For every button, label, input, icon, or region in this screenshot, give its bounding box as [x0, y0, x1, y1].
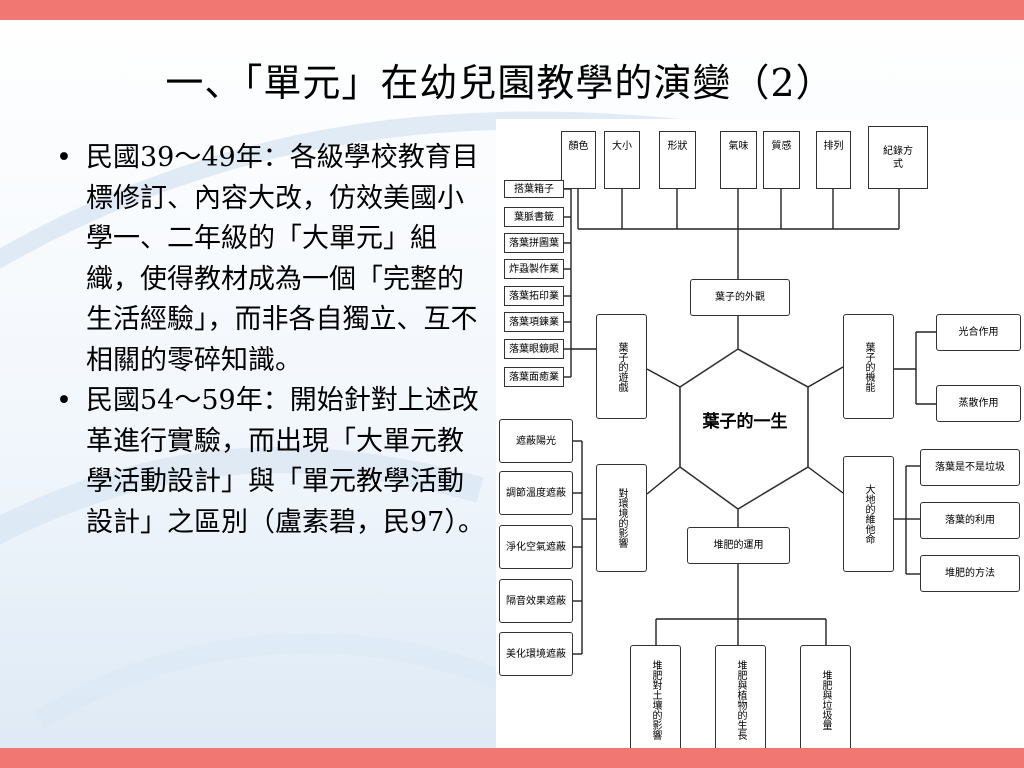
top-label-box: 形狀 — [659, 131, 696, 189]
activity-item: 落葉拓印業 — [504, 286, 564, 306]
activity-item: 落葉拼圖葉 — [504, 233, 564, 253]
bullet-list: • 民國39～49年：各級學校教育目標修訂、內容大改，仿效美國小學一、二年級的「… — [48, 138, 488, 543]
concept-diagram: 葉子的一生 顏色 大小 形狀 氣味 質感 排列 紀錄方式 葉子的外觀 搭葉箱子 … — [496, 119, 1024, 755]
diagram-connectors — [564, 188, 936, 655]
bullet-text: 民國54～59年：開始針對上述改革進行實驗，而出現「大單元教學活動設計」與「單元… — [86, 385, 485, 538]
activity-item: 落葉眼鏡眼 — [504, 339, 564, 359]
bullet-text: 民國39～49年：各級學校教育目標修訂、內容大改，仿效美國小學一、二年級的「大單… — [86, 142, 479, 376]
shade-item: 遮蔽陽光 — [499, 419, 573, 463]
compost-item: 堆肥與植物的生長 — [715, 645, 766, 755]
activity-item: 葉脈書籤 — [504, 207, 564, 227]
bullet-dot: • — [56, 142, 72, 173]
center-hexagon — [679, 348, 809, 510]
top-label-box: 大小 — [604, 131, 640, 189]
appearance-node: 葉子的外觀 — [690, 279, 790, 316]
activity-item: 炸蝨製作業 — [504, 259, 564, 279]
bullet-item: • 民國54～59年：開始針對上述改革進行實驗，而出現「大單元教學活動設計」與「… — [48, 381, 488, 543]
bottom-accent-bar — [0, 748, 1024, 768]
top-label-box: 紀錄方式 — [868, 126, 928, 189]
top-label-box: 排列 — [816, 131, 851, 189]
earth-node: 大地的維他命 — [843, 456, 894, 572]
function-item: 蒸散作用 — [936, 385, 1021, 422]
bullet-item: • 民國39～49年：各級學校教育目標修訂、內容大改，仿效美國小學一、二年級的「… — [48, 138, 488, 381]
compost-node: 堆肥的運用 — [687, 527, 790, 564]
environment-node: 對環境的影響 — [596, 464, 647, 572]
top-label-box: 顏色 — [561, 131, 596, 189]
earth-item: 落葉是不是垃圾 — [920, 449, 1020, 486]
function-item: 光合作用 — [936, 314, 1021, 351]
shade-item: 淨化空氣遮蔽 — [499, 525, 573, 569]
game-node: 葉子的遊戲 — [596, 314, 647, 419]
center-node: 葉子的一生 — [702, 412, 788, 432]
bullet-dot: • — [56, 385, 72, 416]
earth-item: 堆肥的方法 — [920, 555, 1020, 592]
page-title: 一、「單元」在幼兒園教學的演變（2） — [165, 61, 835, 105]
top-label-box: 氣味 — [720, 131, 757, 189]
activity-item: 落葉面癒業 — [504, 367, 564, 387]
activity-item: 搭葉箱子 — [504, 180, 564, 198]
compost-item: 堆肥與垃圾量 — [800, 645, 851, 755]
shade-item: 美化環境遮蔽 — [499, 632, 573, 676]
top-accent-bar — [0, 0, 1024, 20]
activity-item: 落葉項鍊業 — [504, 312, 564, 332]
compost-item: 堆肥對土壤的影響 — [630, 645, 681, 755]
function-node: 葉子的機能 — [843, 314, 894, 419]
earth-item: 落葉的利用 — [920, 502, 1020, 539]
top-label-box: 質感 — [763, 131, 800, 189]
shade-item: 隔音效果遮蔽 — [499, 579, 573, 623]
shade-item: 調節溫度遮蔽 — [499, 471, 573, 515]
